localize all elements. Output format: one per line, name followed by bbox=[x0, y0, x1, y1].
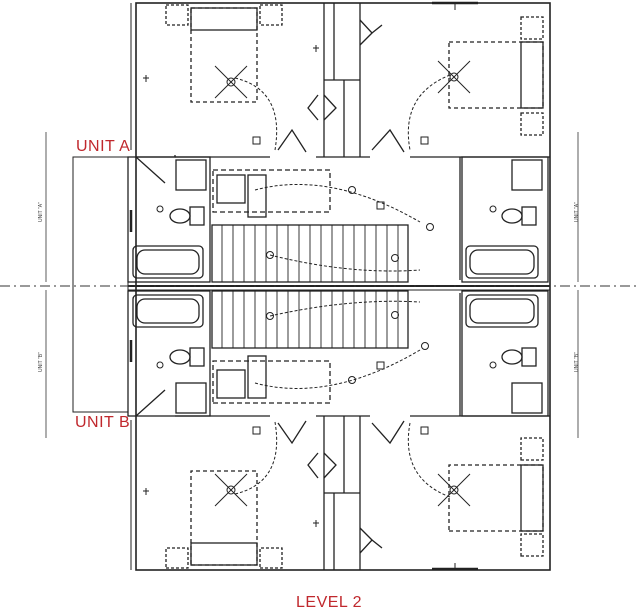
unit-b-plan bbox=[127, 290, 550, 570]
unit-a-plan bbox=[127, 3, 550, 283]
electrical-layer bbox=[156, 60, 497, 507]
unit-a-label: UNIT A bbox=[76, 138, 131, 155]
light-fixture-icon bbox=[426, 223, 434, 231]
dim-label-b-left: UNIT "B" bbox=[38, 352, 44, 372]
ceiling-fan-icon bbox=[437, 60, 471, 94]
light-fixture-icon bbox=[391, 311, 399, 319]
light-fixture-icon bbox=[489, 361, 497, 369]
light-fixture-icon bbox=[348, 186, 356, 194]
light-fixture-icon bbox=[391, 254, 399, 262]
light-fixture-icon bbox=[266, 251, 274, 259]
outlet-icon bbox=[143, 3, 456, 570]
light-fixture-icon bbox=[421, 342, 429, 350]
smoke-detector-icon bbox=[376, 361, 385, 370]
light-fixture-icon bbox=[156, 205, 164, 213]
left-bumpout bbox=[72, 156, 129, 413]
smoke-detector-icon bbox=[252, 426, 261, 435]
dim-label-b-right: UNIT "B" bbox=[574, 352, 580, 372]
smoke-detector-icon bbox=[420, 426, 429, 435]
ceiling-fan-icon bbox=[437, 473, 471, 507]
smoke-detector-icon bbox=[252, 136, 261, 145]
dim-label-a-left: UNIT "A" bbox=[38, 202, 44, 222]
light-fixture-icon bbox=[266, 312, 274, 320]
unit-b-label: UNIT B bbox=[75, 414, 131, 431]
ceiling-fan-icon bbox=[214, 65, 248, 99]
light-fixture-icon bbox=[489, 205, 497, 213]
light-fixture-icon bbox=[156, 361, 164, 369]
dim-label-a-right: UNIT "A" bbox=[574, 202, 580, 222]
level-label: LEVEL 2 bbox=[296, 594, 363, 611]
ceiling-fan-icon bbox=[214, 473, 248, 507]
smoke-detector-icon bbox=[376, 201, 385, 210]
smoke-detector-icon bbox=[420, 136, 429, 145]
light-fixture-icon bbox=[348, 376, 356, 384]
